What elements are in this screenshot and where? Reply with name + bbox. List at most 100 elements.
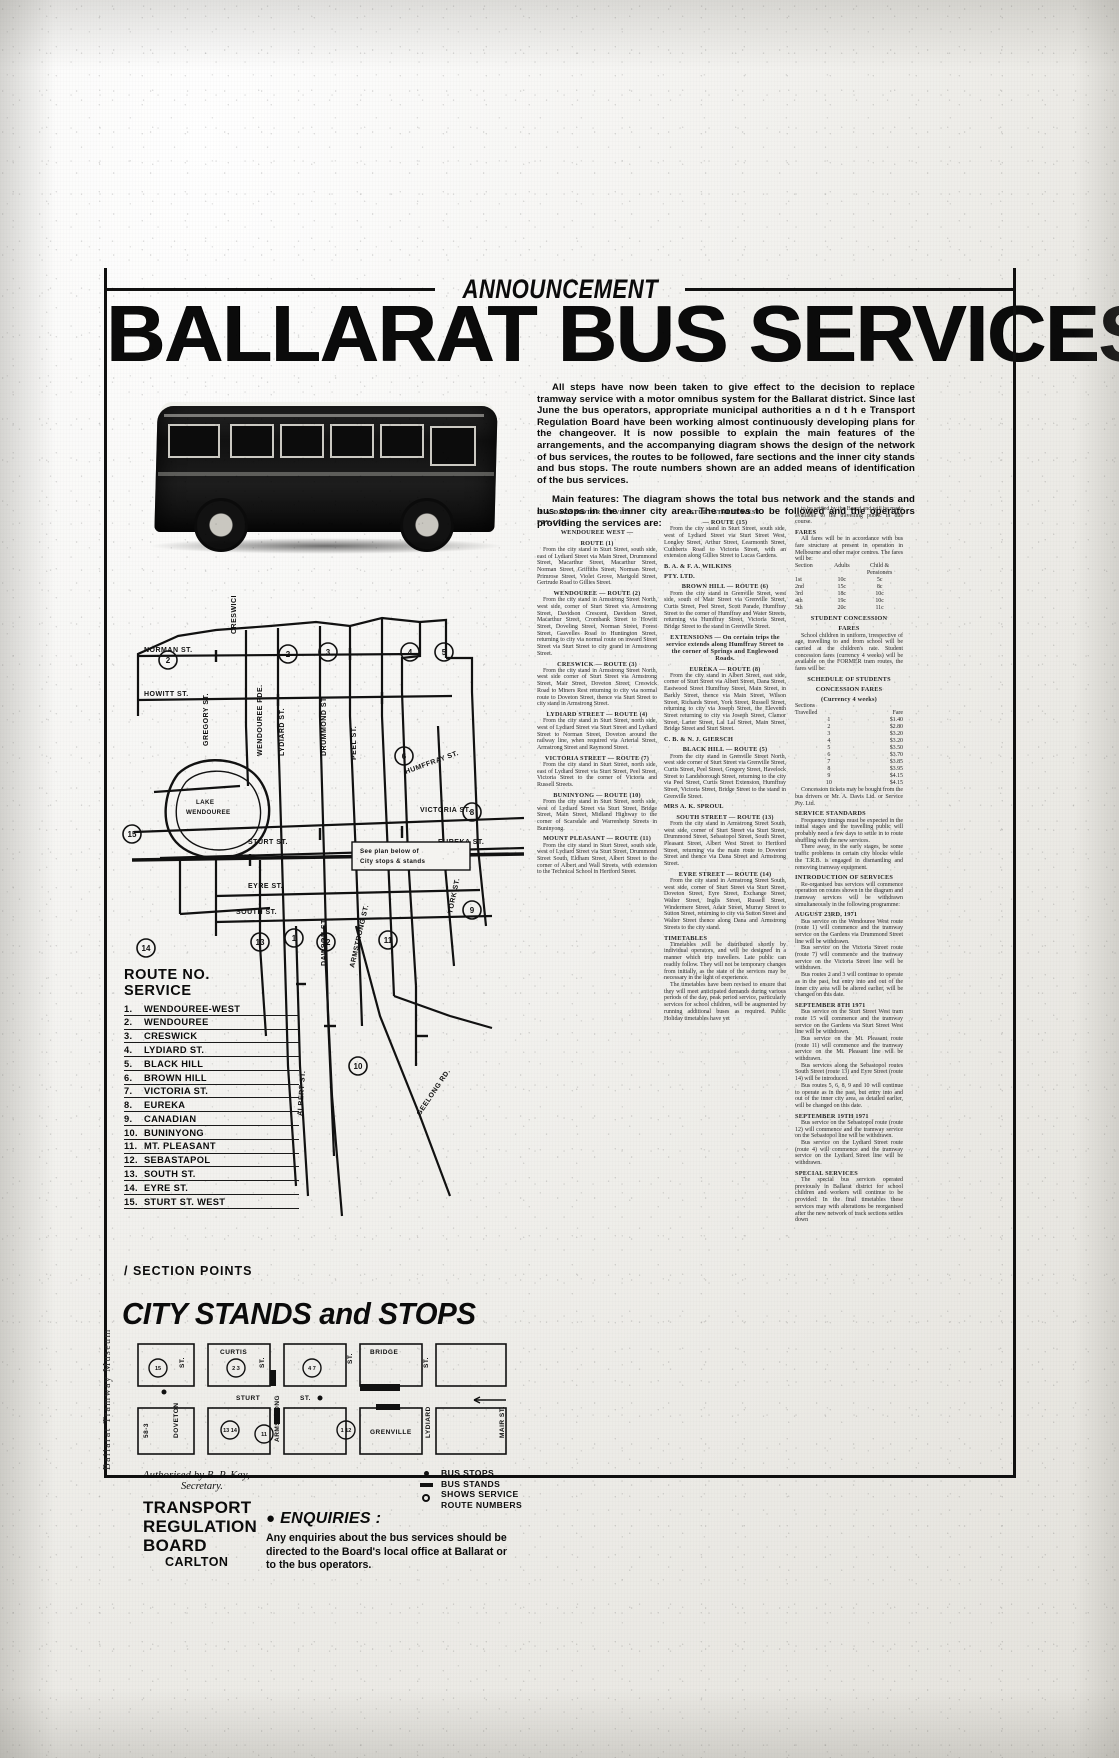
student-fare-cell: $2.80 — [889, 724, 903, 731]
fares-cell-section: 2nd — [795, 584, 804, 591]
svg-text:LYDIARD: LYDIARD — [425, 1406, 432, 1438]
student-sections-cell: 8 — [827, 766, 831, 773]
column-heading: AUGUST 23RD, 1971 — [795, 911, 858, 919]
svg-text:PEEL ST.: PEEL ST. — [351, 726, 358, 760]
column-heading: MRS A. K. SPROUL — [664, 803, 724, 811]
legend-title-line-1: ROUTE NO. — [124, 967, 210, 983]
legend-route-label-1: SHOWS SERVICE — [441, 1489, 519, 1500]
route-legend-service: BUNINYONG — [144, 1125, 299, 1140]
legend-bus-stops: BUS STOPS — [418, 1468, 522, 1479]
route-legend-number: 7. — [124, 1084, 144, 1099]
announcement-label: ANNOUNCEMENT — [462, 273, 658, 304]
svg-text:4: 4 — [408, 648, 413, 657]
svg-text:9: 9 — [470, 906, 475, 915]
column-heading: — ROUTE (15) — [702, 519, 748, 527]
inner-city-plan: .blk { fill:none; stroke:#111; stroke-wi… — [124, 1338, 522, 1466]
org-line-1: TRANSPORT — [143, 1498, 252, 1517]
svg-text:ST.: ST. — [423, 1357, 430, 1368]
route-legend-number: 13. — [124, 1166, 144, 1182]
route-legend-number: 11. — [124, 1139, 144, 1154]
svg-text:ST.: ST. — [179, 1357, 186, 1368]
fares-cell-child: 11c — [875, 605, 884, 612]
svg-text:ST.: ST. — [259, 1357, 266, 1368]
route-legend-row: 10.BUNINYONG — [124, 1125, 299, 1140]
route-legend-number: 1. — [124, 1002, 144, 1016]
svg-text:STURT ST.: STURT ST. — [248, 839, 288, 846]
student-sections-cell: 6 — [827, 752, 831, 759]
column-heading: BLACK HILL — ROUTE (5) — [682, 746, 768, 754]
column-paragraph: From the city stand in Sturt Street, nor… — [537, 798, 657, 832]
route-legend-row: 11.MT. PLEASANT — [124, 1139, 299, 1154]
legend-bus-stands-label: BUS STANDS — [441, 1478, 501, 1489]
svg-text:1: 1 — [292, 934, 297, 943]
route-legend-service: MT. PLEASANT — [144, 1139, 299, 1154]
svg-text:GREGORY ST.: GREGORY ST. — [203, 693, 210, 746]
column-heading: H. A. DAVIS MOTOR SERVICE — [537, 509, 632, 516]
svg-text:WENDOUREE: WENDOUREE — [186, 809, 231, 816]
fares-cell-adult: 18c — [837, 591, 847, 598]
fares-column-header: Section — [795, 563, 813, 570]
column-paragraph: From the city stand in Armstrong Street … — [664, 820, 786, 868]
svg-text:DOVETON: DOVETON — [173, 1402, 180, 1438]
column-heading: SEPTEMBER 8TH 1971 — [795, 1001, 866, 1009]
route-legend-number: 9. — [124, 1111, 144, 1127]
route-legend-row: 8.EUREKA — [124, 1097, 299, 1113]
bus-stand-bar-icon — [418, 1479, 434, 1490]
route-legend-service: EYRE ST. — [144, 1180, 299, 1195]
column-paragraph: From the city stand in Sturt Street, sou… — [664, 526, 786, 560]
column-heading: FARES — [795, 529, 817, 537]
column-paragraph: From the city stand in Sturt Street, nor… — [537, 761, 657, 789]
svg-text:GEELONG RD.: GEELONG RD. — [416, 1068, 452, 1117]
fares-cell-section: 4th — [795, 598, 803, 605]
svg-text:5: 5 — [442, 648, 447, 657]
fares-cell-section: 1st — [795, 577, 802, 584]
authority-city: CARLTON — [165, 1555, 229, 1569]
section-points-label: / SECTION POINTS — [124, 1264, 253, 1278]
route-legend-service: EUREKA — [144, 1097, 299, 1113]
route-legend-number: 14. — [124, 1180, 144, 1195]
student-sections-header: Sections — [795, 703, 815, 710]
intro-paragraph-1: All steps have now been taken to give ef… — [537, 382, 915, 486]
svg-text:6: 6 — [402, 752, 407, 761]
column-heading: WENDOUREE WEST — — [560, 529, 634, 537]
route-legend-service: SOUTH ST. — [144, 1166, 299, 1182]
route-legend-number: 12. — [124, 1153, 144, 1168]
column-paragraph: The special bus services operated previo… — [795, 1177, 903, 1224]
route-legend-number: 5. — [124, 1056, 144, 1071]
enquiries-heading-label: ENQUIRIES : — [280, 1510, 382, 1527]
svg-text:4 7: 4 7 — [308, 1366, 316, 1372]
svg-text:CURTIS: CURTIS — [220, 1349, 247, 1356]
svg-text:8: 8 — [470, 808, 475, 817]
student-fare-cell: $3.20 — [889, 731, 903, 738]
legend-route-label-2: ROUTE NUMBERS — [441, 1499, 523, 1510]
student-fare-cell: $3.95 — [889, 766, 903, 773]
column-heading: C. B. & N. J. GIERSCH — [664, 736, 734, 744]
student-fare-row: 9$4.15 — [795, 773, 903, 780]
student-fare-row: 7$3.85 — [795, 759, 903, 766]
enquiries-heading: ● ENQUIRIES : — [266, 1510, 516, 1528]
authority-block: Authorised by B. P. Kay, Secretary. TRAN… — [143, 1470, 353, 1569]
text-column-3: to be settled by the Board and will be m… — [795, 506, 903, 1224]
svg-text:LYDIARD ST.: LYDIARD ST. — [279, 708, 286, 756]
student-fare-cell: $3.20 — [889, 738, 903, 745]
column-paragraph: Bus service on the Mt. Pleasant route (r… — [795, 1035, 903, 1063]
svg-text:ST.: ST. — [347, 1353, 354, 1364]
svg-text:LAKE: LAKE — [196, 799, 214, 806]
route-legend-service: WENDOUREE — [144, 1015, 299, 1030]
route-legend-row: 7.VICTORIA ST. — [124, 1084, 299, 1099]
column-heading: STURT STREET WEST — [689, 509, 761, 516]
student-sections-cell: 9 — [827, 773, 831, 780]
fares-cell-child: 10c — [875, 598, 884, 605]
legend-bus-stops-label: BUS STOPS — [441, 1468, 495, 1478]
student-fare-cell: $3.70 — [889, 752, 903, 759]
route-legend-row: 3.CRESWICK — [124, 1029, 299, 1044]
